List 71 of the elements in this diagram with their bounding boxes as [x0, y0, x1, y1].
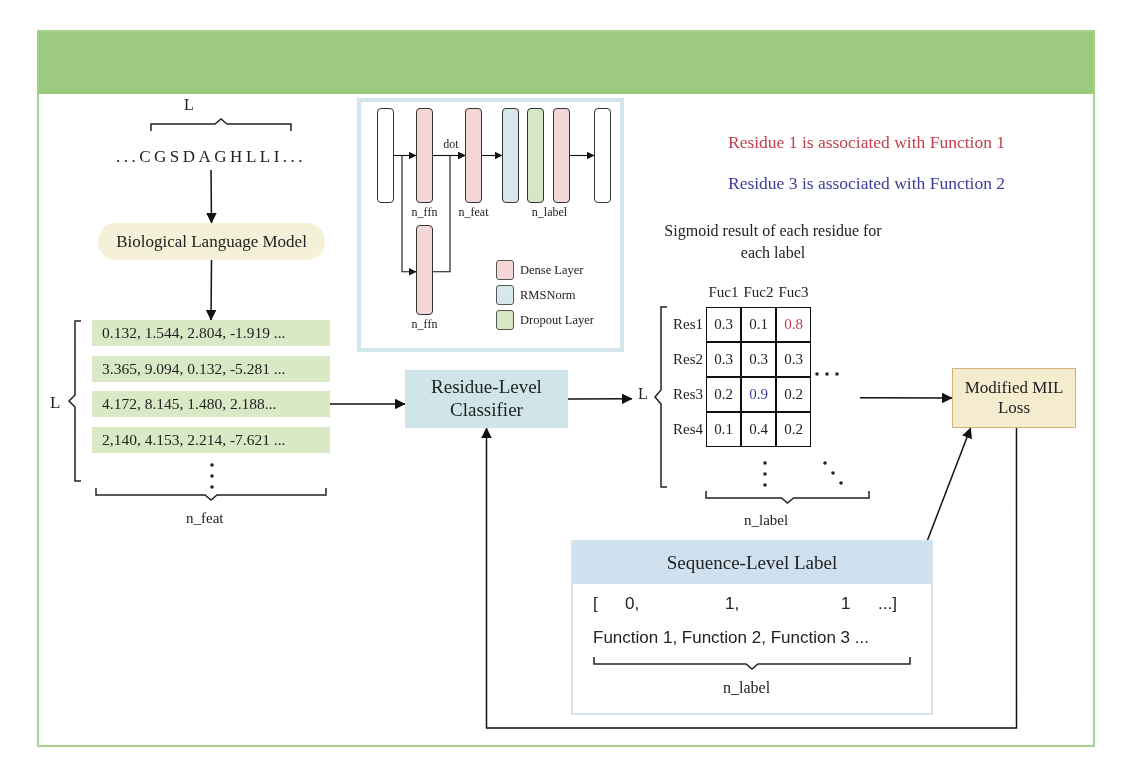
- arrow: [432, 151, 466, 273]
- legend-label: Dropout Layer: [520, 312, 594, 328]
- loss-box: Modified MIL Loss: [952, 368, 1076, 428]
- dimension-label: L: [638, 385, 648, 403]
- text-label: L: [50, 392, 61, 414]
- matrix-cell: 0.3: [776, 342, 811, 377]
- dimension-label: n_ffn: [411, 317, 438, 332]
- dimension-label: n_label: [531, 205, 568, 220]
- matrix-cell: 0.9: [741, 377, 776, 412]
- layer-bar: [553, 108, 570, 203]
- text-label: Residue 3 is associated with Function 2: [728, 172, 1006, 195]
- text-label: L: [184, 95, 194, 115]
- row-label: Res1: [673, 316, 704, 333]
- legend-label: Dense Layer: [520, 262, 584, 278]
- column-header: Fuc1: [708, 284, 739, 301]
- arrow: [481, 427, 1018, 729]
- matrix-cell: 0.3: [741, 342, 776, 377]
- arrow: [329, 398, 406, 410]
- text-label: n_label: [744, 511, 789, 530]
- dimension-label: n_feat: [458, 205, 489, 220]
- column-header: Fuc2: [743, 284, 774, 301]
- layer-bar: [527, 108, 544, 203]
- matrix-cell: 0.2: [706, 377, 741, 412]
- matrix-cell: 0.1: [741, 307, 776, 342]
- vector-entry: 0,: [625, 594, 640, 614]
- arrow: [569, 151, 595, 160]
- text-label: n_feat: [186, 509, 224, 528]
- panel-header: Sequence-Level Label: [573, 542, 931, 584]
- vector-entry: ...]: [878, 594, 897, 614]
- matrix-cell: 0.8: [776, 307, 811, 342]
- vector-row: 2,140, 4.153, 2.214, -7.621 ...: [92, 427, 330, 453]
- dimension-label: n_label: [723, 679, 771, 697]
- row-label: Res2: [673, 351, 704, 368]
- layer-bar: [502, 108, 519, 203]
- layer-bar: [594, 108, 611, 203]
- arrow: [206, 169, 217, 224]
- vector-entry: 1: [841, 594, 851, 614]
- vector-row: 4.172, 8.145, 1.480, 2.188...: [92, 391, 330, 417]
- layer-bar: [377, 108, 394, 203]
- dimension-label: n_ffn: [411, 205, 438, 220]
- function-list: Function 1, Function 2, Function 3 ...: [593, 628, 869, 648]
- legend-label: RMSNorm: [520, 287, 576, 303]
- text-label: Sigmoid result of each residue for each label: [663, 221, 883, 263]
- classifier-box: Residue-Level Classifier: [405, 370, 568, 428]
- vector-entry: [: [593, 594, 598, 614]
- layer-bar: [465, 108, 482, 203]
- vector-row: 0.132, 1.544, 2.804, -1.919 ...: [92, 320, 330, 346]
- model-box: Biological Language Model: [98, 223, 325, 260]
- vector-entry: 1,: [725, 594, 740, 614]
- vector-row: 3.365, 9.094, 0.132, -5.281 ...: [92, 356, 330, 382]
- arrow: [205, 259, 217, 321]
- matrix-cell: 0.3: [706, 342, 741, 377]
- column-header: Fuc3: [778, 284, 809, 301]
- matrix-cell: 0.2: [776, 377, 811, 412]
- row-label: Res4: [673, 421, 704, 438]
- layer-bar: [416, 108, 433, 203]
- arrow: [481, 151, 503, 160]
- matrix-cell: 0.2: [776, 412, 811, 447]
- layer-bar: [416, 225, 433, 315]
- label-panel: [571, 540, 933, 715]
- arrow: [859, 392, 953, 404]
- matrix-cell: 0.1: [706, 412, 741, 447]
- matrix-cell: 0.4: [741, 412, 776, 447]
- text-label: Residue 1 is associated with Function 1: [728, 131, 1006, 154]
- arrow: [393, 154, 417, 276]
- arrow: [926, 427, 972, 541]
- inset-panel: [357, 98, 624, 352]
- matrix-cell: 0.3: [706, 307, 741, 342]
- sequence-text: ...CGSDAGHLLI...: [116, 144, 306, 170]
- row-label: Res3: [673, 386, 704, 403]
- arrow: [567, 393, 633, 405]
